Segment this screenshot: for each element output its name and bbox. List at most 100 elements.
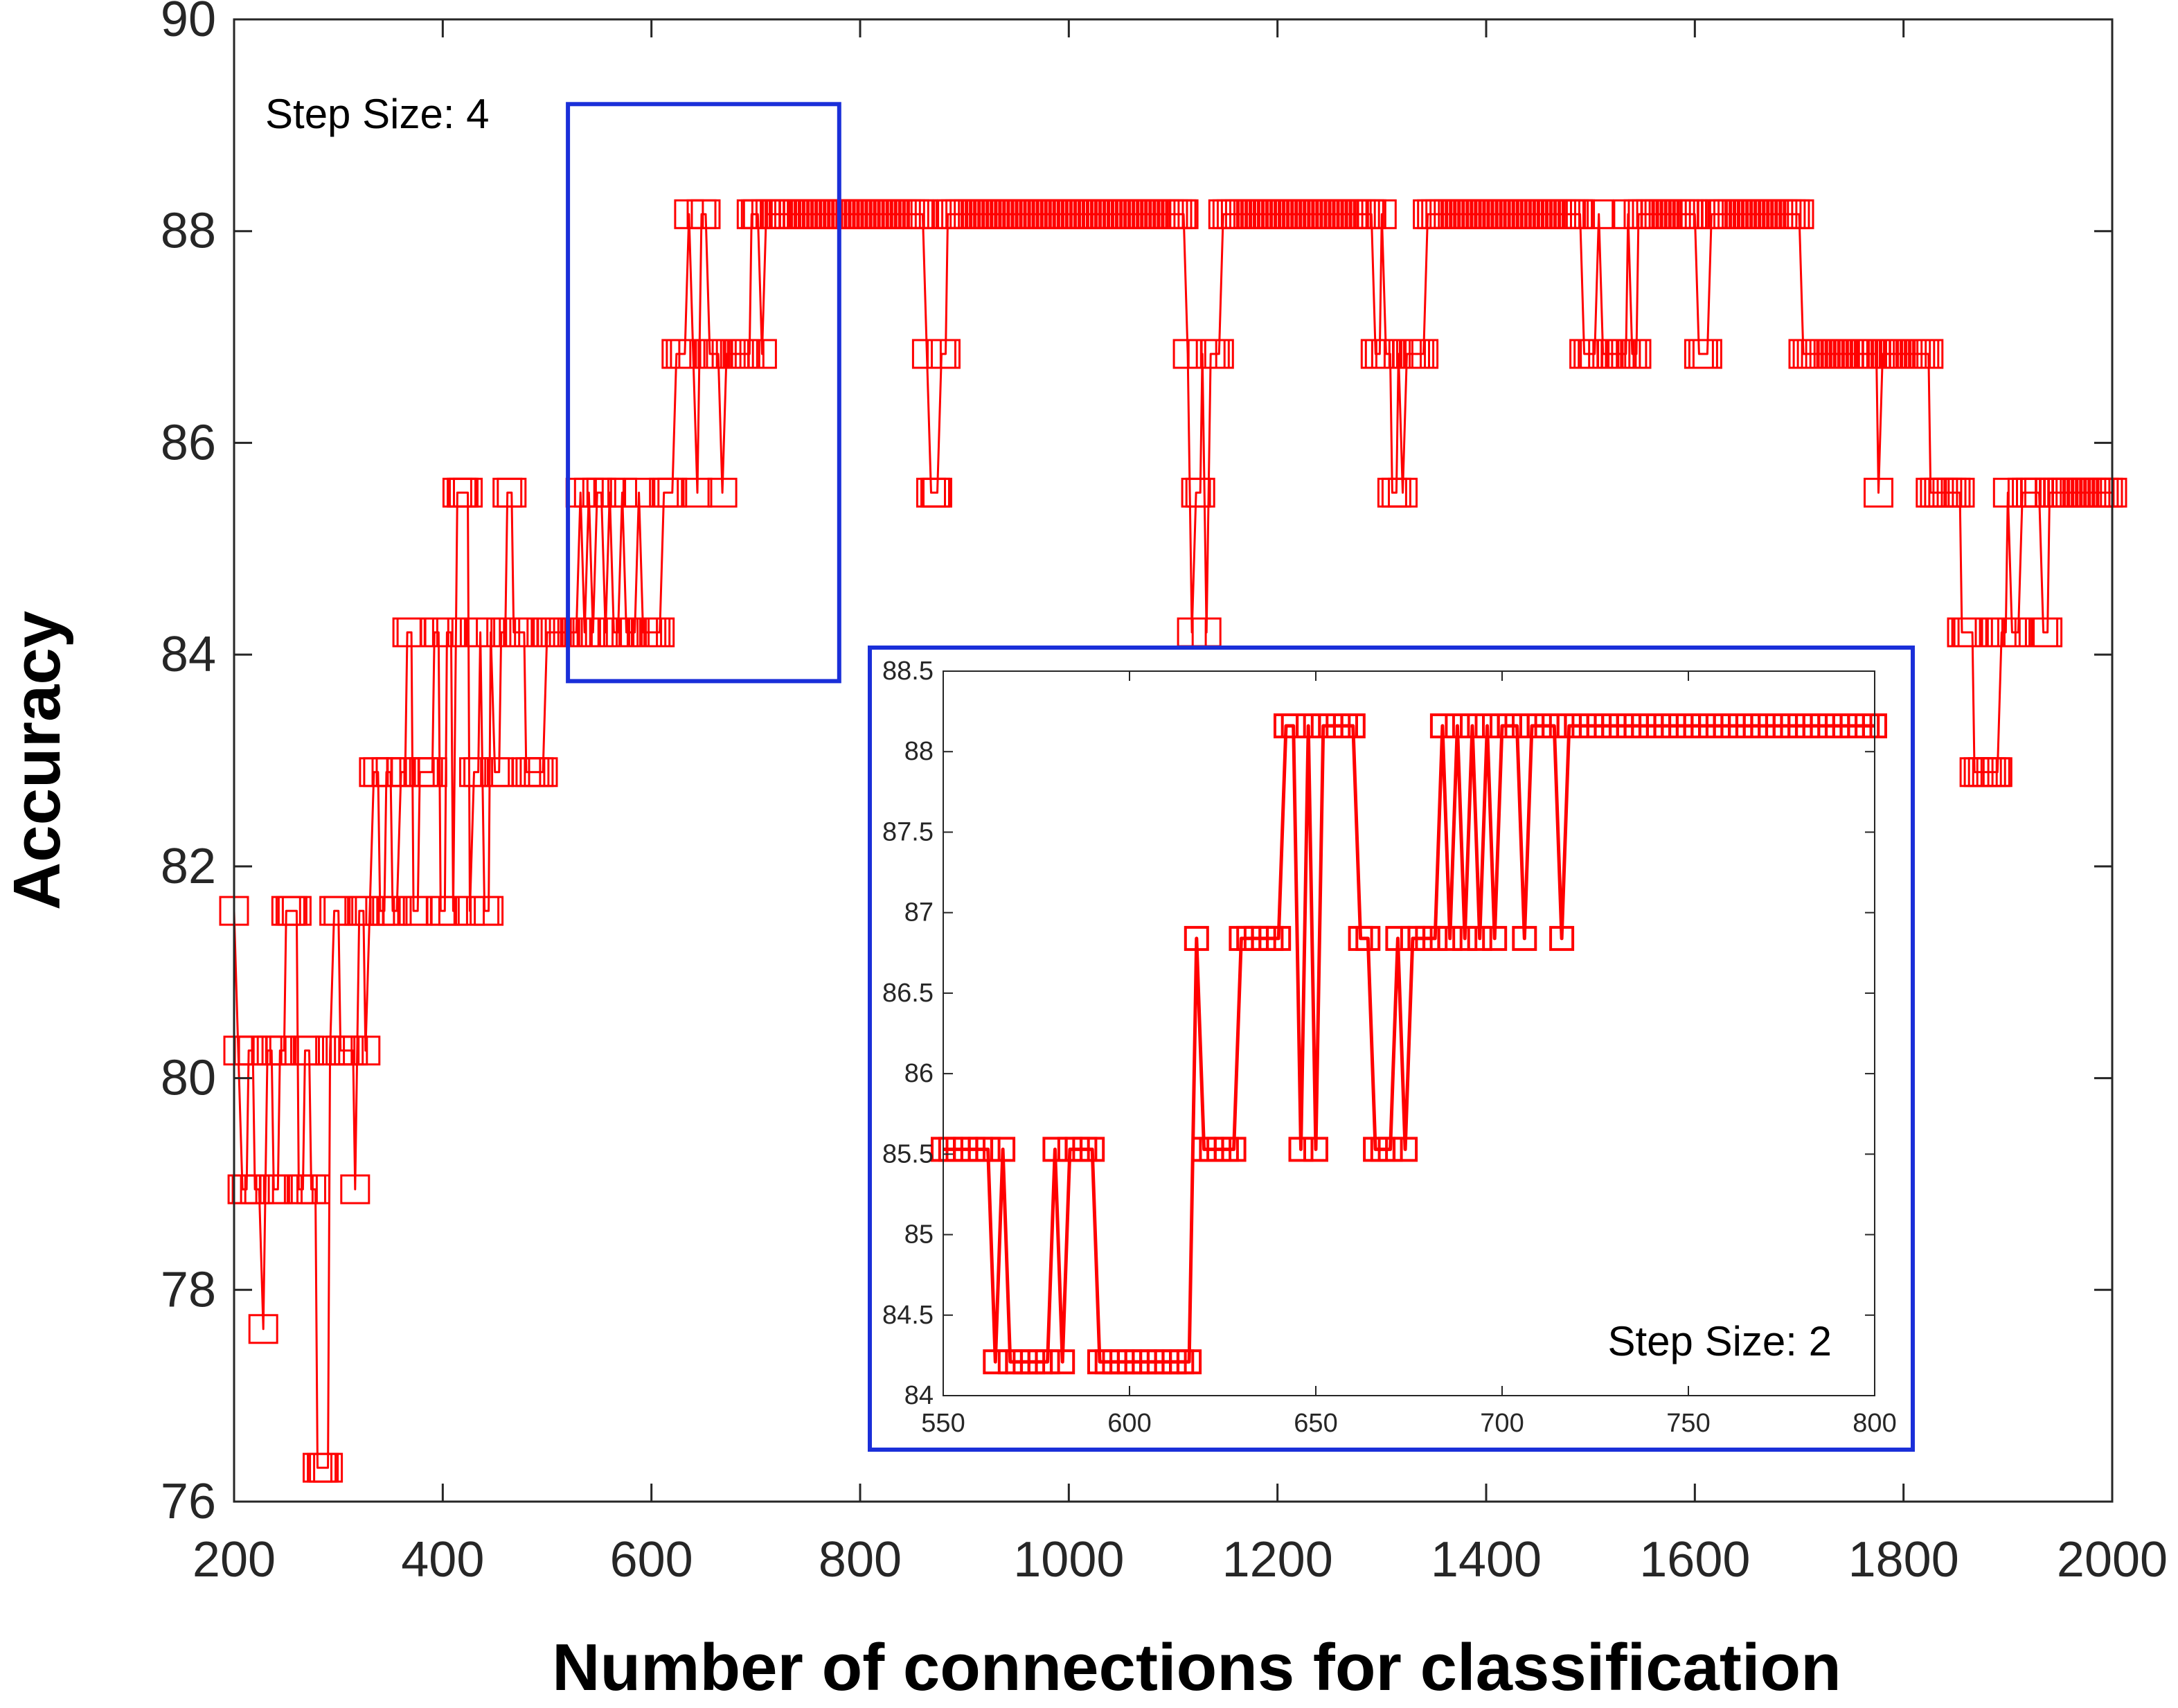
main-x-tick-label: 1200 bbox=[1222, 1532, 1333, 1587]
inset-series-line bbox=[943, 724, 1875, 1364]
main-y-tick-label: 80 bbox=[161, 1051, 216, 1106]
main-data-point bbox=[269, 1035, 299, 1066]
main-data-point bbox=[1957, 617, 1988, 648]
main-data-point bbox=[657, 477, 688, 508]
main-x-tick-label: 1400 bbox=[1431, 1532, 1542, 1587]
inset-x-tick-label: 600 bbox=[1107, 1409, 1151, 1438]
highlight-region-box bbox=[566, 102, 841, 684]
inset-data-point bbox=[1393, 1137, 1418, 1162]
inset-data-point bbox=[1355, 925, 1381, 951]
main-data-point bbox=[1621, 339, 1652, 369]
inset-data-point bbox=[1512, 925, 1537, 951]
main-data-point bbox=[1185, 477, 1215, 508]
main-x-tick-label: 800 bbox=[819, 1532, 902, 1587]
inset-data-point bbox=[1340, 713, 1366, 738]
main-data-point bbox=[690, 199, 721, 229]
inset-border-box bbox=[868, 646, 1915, 1452]
inset-panel-background bbox=[870, 648, 1913, 1450]
inset-data-point bbox=[1452, 925, 1478, 951]
main-data-point bbox=[382, 896, 412, 926]
inset-data-point bbox=[1221, 1137, 1247, 1162]
main-data-point bbox=[1565, 199, 1596, 229]
main-data-point bbox=[931, 339, 961, 369]
main-plot-frame bbox=[233, 18, 2114, 1503]
main-data-point bbox=[747, 339, 777, 369]
main-y-tick-label: 78 bbox=[161, 1262, 216, 1317]
main-data-point bbox=[436, 617, 466, 648]
main-data-point bbox=[707, 477, 738, 508]
inset-y-tick-label: 86.5 bbox=[882, 979, 934, 1008]
inset-y-tick-label: 84.5 bbox=[882, 1301, 934, 1330]
main-data-point bbox=[1692, 339, 1722, 369]
main-data-point bbox=[1679, 199, 1710, 229]
inset-data-point bbox=[1280, 713, 1306, 738]
inset-y-tick-label: 88.5 bbox=[882, 657, 934, 686]
main-x-tick-label: 1600 bbox=[1639, 1532, 1750, 1587]
inset-y-tick-label: 86 bbox=[904, 1059, 934, 1088]
main-data-point bbox=[350, 1035, 381, 1066]
main-data-point bbox=[313, 1452, 343, 1483]
main-x-tick-label: 400 bbox=[401, 1532, 484, 1587]
main-data-point bbox=[1982, 757, 2012, 788]
main-step-size-label: Step Size: 4 bbox=[265, 91, 490, 137]
inset-x-tick-label: 650 bbox=[1294, 1409, 1337, 1438]
main-data-point bbox=[907, 199, 938, 229]
inset-data-point bbox=[990, 1137, 1016, 1162]
main-data-point bbox=[1204, 339, 1234, 369]
inset-y-tick-label: 87.5 bbox=[882, 817, 934, 846]
main-data-point bbox=[497, 477, 527, 508]
inset-data-point bbox=[1482, 925, 1508, 951]
main-data-point bbox=[922, 477, 952, 508]
main-y-tick-label: 88 bbox=[161, 204, 216, 259]
inset-x-tick-label: 800 bbox=[1853, 1409, 1896, 1438]
main-series-accuracy bbox=[219, 199, 2127, 1483]
inset-y-tick-label: 85.5 bbox=[882, 1139, 934, 1168]
inset-data-point bbox=[1035, 1349, 1060, 1375]
main-data-point bbox=[678, 339, 708, 369]
main-x-tick-label: 600 bbox=[610, 1532, 693, 1587]
inset-data-point bbox=[1549, 925, 1575, 951]
main-x-tick-label: 200 bbox=[193, 1532, 276, 1587]
main-data-point bbox=[624, 477, 654, 508]
inset-data-point bbox=[1080, 1137, 1105, 1162]
main-data-point bbox=[323, 896, 354, 926]
main-x-tick-label: 1800 bbox=[1848, 1532, 1959, 1587]
inset-data-point bbox=[1422, 925, 1448, 951]
main-x-tick-label: 2000 bbox=[2057, 1532, 2168, 1587]
inset-y-tick-label: 84 bbox=[904, 1381, 934, 1410]
main-data-point bbox=[1366, 199, 1397, 229]
main-y-tick-label: 84 bbox=[161, 627, 216, 682]
main-y-tick-label: 76 bbox=[161, 1474, 216, 1529]
main-data-point bbox=[301, 1174, 330, 1204]
main-data-point bbox=[438, 896, 468, 926]
main-data-point bbox=[1784, 199, 1814, 229]
main-data-point bbox=[1913, 339, 1944, 369]
main-data-point bbox=[463, 757, 494, 788]
inset-data-point bbox=[1429, 713, 1455, 738]
y-axis-title: Accuracy bbox=[0, 611, 74, 910]
main-data-point bbox=[453, 477, 483, 508]
main-data-point bbox=[262, 1174, 293, 1204]
inset-y-tick-label: 88 bbox=[904, 737, 934, 766]
main-data-point bbox=[417, 757, 447, 788]
main-data-point bbox=[607, 477, 637, 508]
inset-data-point bbox=[1467, 925, 1492, 951]
main-data-point bbox=[1864, 477, 1893, 508]
main-data-point bbox=[1584, 199, 1614, 229]
main-data-point bbox=[294, 1035, 324, 1066]
inset-x-tick-label: 550 bbox=[921, 1409, 965, 1438]
x-axis-title: Number of connections for classification bbox=[552, 1630, 1841, 1705]
inset-x-tick-label: 700 bbox=[1480, 1409, 1524, 1438]
main-data-point bbox=[528, 757, 558, 788]
main-data-point bbox=[2033, 617, 2063, 648]
inset-plot-frame bbox=[943, 670, 1875, 1396]
inset-data-point bbox=[1288, 1137, 1314, 1162]
main-axis-ticks bbox=[233, 18, 2114, 1503]
main-data-point bbox=[2003, 617, 2033, 648]
main-y-tick-label: 82 bbox=[161, 839, 216, 894]
